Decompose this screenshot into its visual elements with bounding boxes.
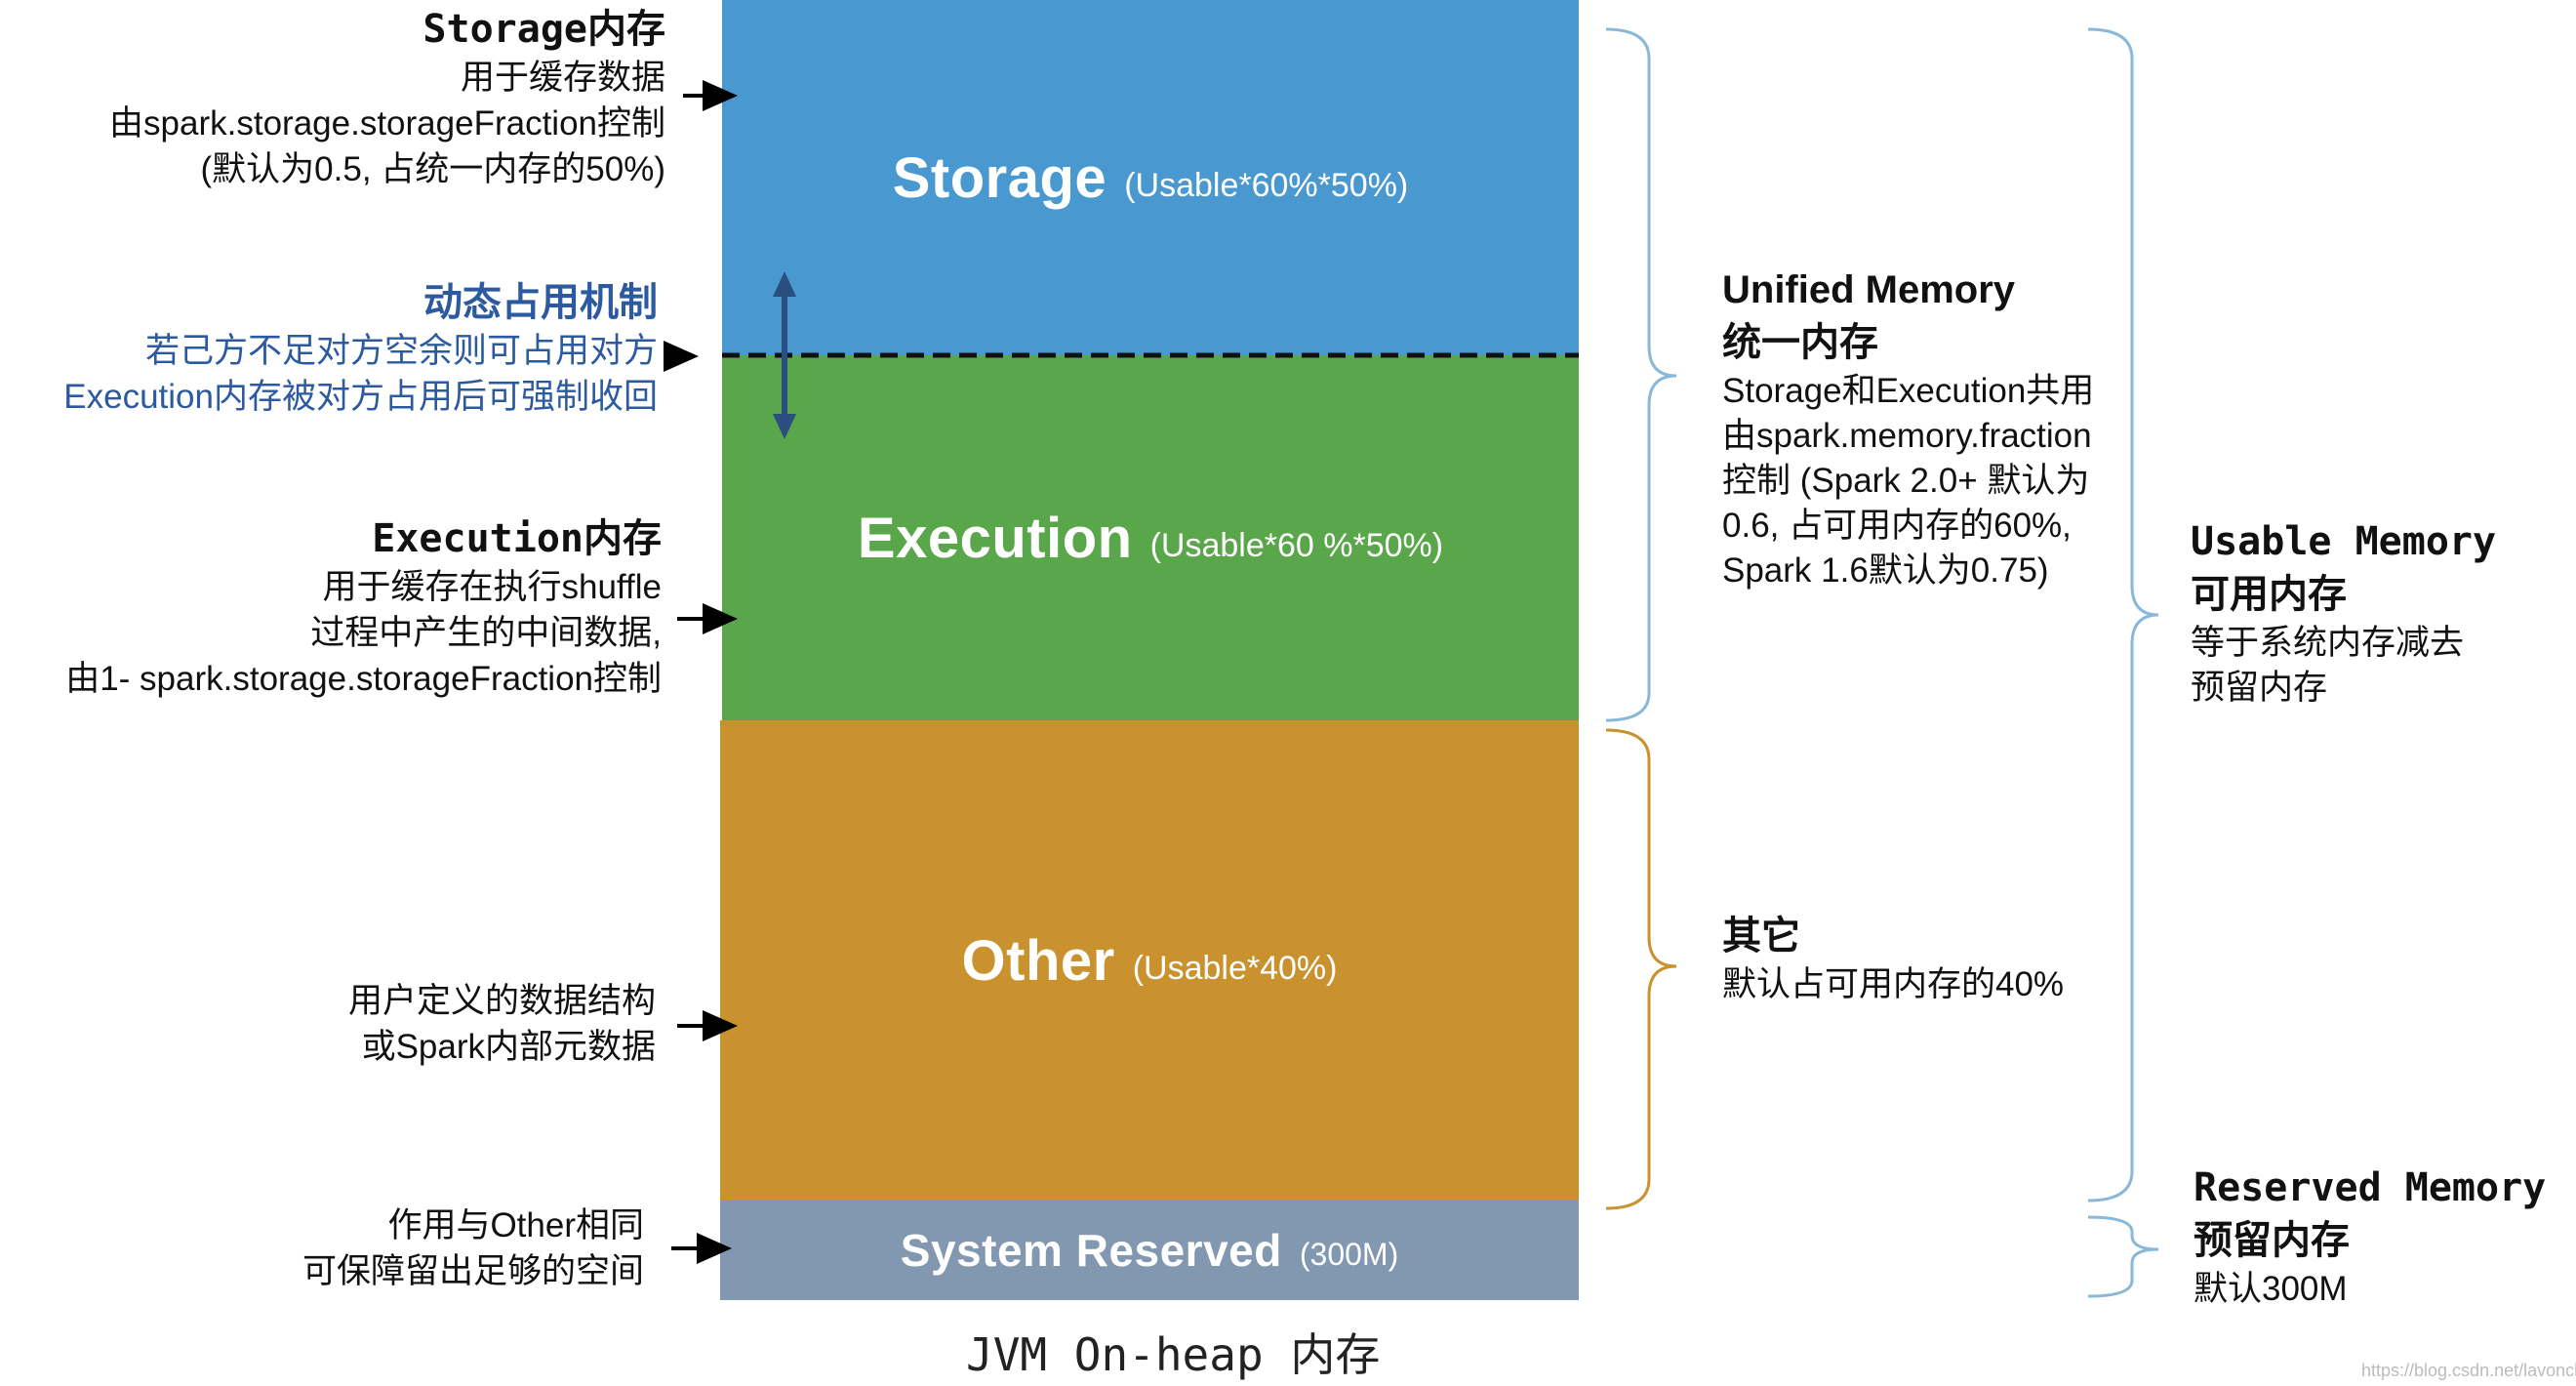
execution-annotation: Execution内存 用于缓存在执行shuffle 过程中产生的中间数据, 由…	[65, 513, 662, 702]
unified-memory-head-zh: 统一内存	[1722, 321, 1878, 364]
system-reserved-block: System Reserved (300M)	[720, 1201, 1579, 1300]
storage-annotation-line: 用于缓存数据	[460, 59, 665, 97]
storage-sub: (Usable*60%*50%)	[1124, 166, 1409, 204]
unified-memory-line: Spark 1.6默认为0.75)	[1722, 551, 2049, 590]
unified-memory-head-en: Unified Memory	[1722, 268, 2016, 311]
usable-memory-brace	[2087, 27, 2159, 1203]
unified-memory-brace	[1605, 27, 1677, 722]
reserved-memory-head-en: Reserved Memory	[2194, 1165, 2547, 1210]
other-annotation-line: 或Spark内部元数据	[361, 1028, 656, 1066]
storage-title: Storage	[892, 145, 1107, 210]
execution-annotation-line: 过程中产生的中间数据,	[310, 614, 662, 652]
unified-memory-line: 由spark.memory.fraction	[1722, 417, 2092, 455]
storage-annotation: Storage内存 用于缓存数据 由spark.storage.storageF…	[109, 4, 665, 192]
usable-memory-head-en: Usable Memory	[2191, 519, 2497, 564]
storage-annotation-line: (默认为0.5, 占统一内存的50%)	[200, 150, 665, 188]
execution-annotation-line: 用于缓存在执行shuffle	[322, 568, 663, 606]
execution-title: Execution	[857, 506, 1133, 570]
usable-memory-line: 预留内存	[2191, 669, 2328, 707]
usable-memory-line: 等于系统内存减去	[2191, 624, 2465, 662]
other-block: Other (Usable*40%)	[720, 720, 1579, 1201]
dynamic-annotation-head: 动态占用机制	[423, 280, 658, 325]
usable-memory-annotation: Usable Memory 可用内存 等于系统内存减去 预留内存	[2191, 515, 2496, 711]
dynamic-annotation: 动态占用机制 若己方不足对方空余则可占用对方 Execution内存被对方占用后…	[63, 277, 658, 420]
execution-annotation-head: Execution内存	[372, 516, 662, 561]
other-annotation: 用户定义的数据结构 或Spark内部元数据	[348, 978, 656, 1070]
other-memory-line: 默认占可用内存的40%	[1722, 965, 2065, 1003]
dynamic-annotation-line: 若己方不足对方空余则可占用对方	[144, 332, 658, 370]
storage-annotation-line: 由spark.storage.storageFraction控制	[109, 104, 665, 143]
reserved-memory-line: 默认300M	[2194, 1270, 2348, 1308]
system-reserved-title: System Reserved	[900, 1225, 1282, 1276]
system-annotation: 作用与Other相同 可保障留出足够的空间	[302, 1203, 644, 1294]
dynamic-annotation-line: Execution内存被对方占用后可强制收回	[63, 378, 658, 416]
reserved-memory-brace	[2087, 1215, 2159, 1298]
unified-memory-line: 0.6, 占可用内存的60%,	[1722, 507, 2072, 545]
other-title: Other	[961, 928, 1115, 993]
other-annotation-line: 用户定义的数据结构	[347, 982, 656, 1020]
unified-memory-annotation: Unified Memory 统一内存 Storage和Execution共用 …	[1722, 264, 2094, 593]
other-memory-head: 其它	[1722, 915, 1800, 958]
execution-annotation-line: 由1- spark.storage.storageFraction控制	[65, 660, 662, 698]
unified-memory-line: Storage和Execution共用	[1722, 372, 2095, 410]
reserved-memory-annotation: Reserved Memory 预留内存 默认300M	[2194, 1162, 2546, 1312]
storage-block: Storage (Usable*60%*50%)	[722, 0, 1579, 355]
storage-annotation-head: Storage内存	[423, 7, 665, 52]
system-reserved-sub: (300M)	[1299, 1236, 1399, 1272]
reserved-memory-head-zh: 预留内存	[2194, 1219, 2350, 1262]
double-arrow-icon	[773, 271, 796, 439]
watermark: https://blog.csdn.net/lavonchi	[2361, 1361, 2576, 1380]
other-memory-annotation: 其它 默认占可用内存的40%	[1722, 910, 2064, 1007]
unified-memory-line: 控制 (Spark 2.0+ 默认为	[1722, 462, 2090, 500]
execution-sub: (Usable*60 %*50%)	[1149, 526, 1444, 564]
other-brace	[1605, 728, 1677, 1210]
execution-block: Execution (Usable*60 %*50%)	[722, 355, 1579, 720]
other-sub: (Usable*40%)	[1132, 949, 1338, 987]
system-annotation-line: 作用与Other相同	[387, 1206, 644, 1244]
usable-memory-head-zh: 可用内存	[2191, 573, 2347, 616]
system-annotation-line: 可保障留出足够的空间	[302, 1252, 644, 1290]
diagram-caption: JVM On-heap 内存	[966, 1328, 1381, 1381]
